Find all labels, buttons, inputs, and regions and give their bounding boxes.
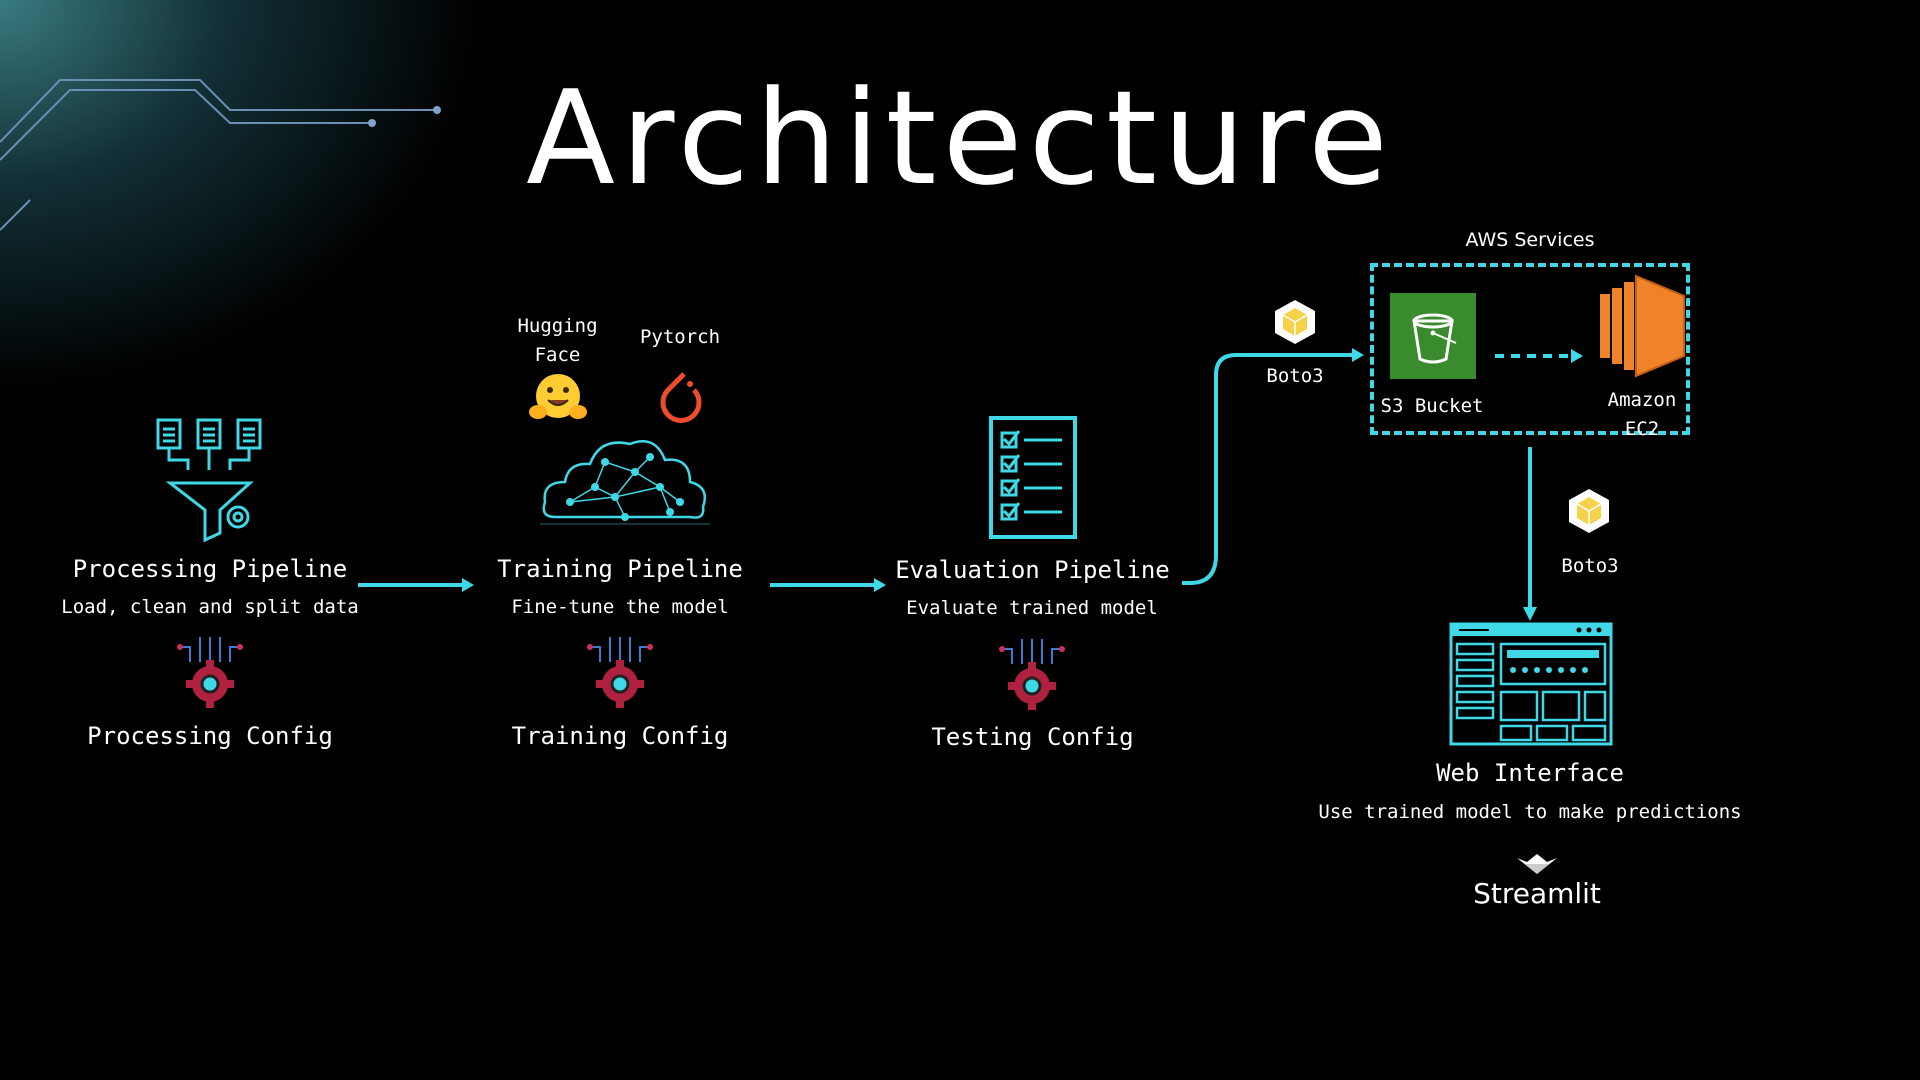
training-config-gear-icon bbox=[587, 637, 653, 708]
web-interface-title: Web Interface bbox=[1436, 759, 1624, 787]
aws-services-group bbox=[1370, 263, 1690, 435]
s3-bucket-label: S3 Bucket bbox=[1380, 395, 1484, 417]
processing-config-label: Processing Config bbox=[87, 722, 333, 750]
web-interface-subtitle: Use trained model to make predictions bbox=[1318, 801, 1742, 823]
neural-cloud-icon bbox=[540, 440, 710, 525]
processing-pipeline-title: Processing Pipeline bbox=[72, 555, 348, 583]
ec2-icon bbox=[1600, 274, 1685, 378]
testing-config-gear-icon bbox=[999, 639, 1065, 710]
training-pipeline-title: Training Pipeline bbox=[497, 555, 743, 583]
aws-services-label: AWS Services bbox=[1465, 229, 1595, 251]
boto3-top-icon bbox=[1275, 300, 1315, 344]
circuit-lines-decoration bbox=[0, 79, 441, 231]
processing-config-gear-icon bbox=[177, 637, 243, 708]
training-config-label: Training Config bbox=[511, 722, 729, 750]
page-title: Architecture bbox=[526, 62, 1394, 214]
boto3-top-label: Boto3 bbox=[1266, 365, 1324, 387]
funnel-documents-icon bbox=[156, 418, 262, 543]
checklist-icon bbox=[989, 416, 1077, 539]
arrow-evaluation-to-s3 bbox=[1182, 348, 1364, 585]
web-interface-icon bbox=[1449, 622, 1613, 746]
pytorch-icon bbox=[660, 372, 702, 423]
processing-pipeline-subtitle: Load, clean and split data bbox=[61, 596, 359, 618]
testing-config-label: Testing Config bbox=[931, 723, 1134, 751]
arrow-s3-to-ec2 bbox=[1495, 349, 1583, 363]
hugging-face-label: Hugging Face bbox=[517, 315, 598, 366]
training-pipeline-subtitle: Fine-tune the model bbox=[511, 596, 729, 618]
streamlit-label: Streamlit bbox=[1473, 877, 1601, 910]
boto3-side-icon bbox=[1569, 489, 1609, 533]
boto3-side-label: Boto3 bbox=[1561, 555, 1619, 577]
pytorch-label: Pytorch bbox=[639, 326, 721, 348]
s3-bucket-icon bbox=[1390, 293, 1476, 379]
arrow-processing-to-training bbox=[358, 578, 474, 592]
arrow-aws-to-web bbox=[1523, 447, 1537, 621]
streamlit-logo-icon bbox=[1517, 854, 1557, 874]
evaluation-pipeline-subtitle: Evaluate trained model bbox=[906, 597, 1158, 619]
ec2-label: Amazon EC2 bbox=[1607, 389, 1677, 440]
hugging-face-icon bbox=[529, 374, 587, 419]
arrow-training-to-evaluation bbox=[770, 578, 886, 592]
evaluation-pipeline-title: Evaluation Pipeline bbox=[895, 556, 1170, 584]
